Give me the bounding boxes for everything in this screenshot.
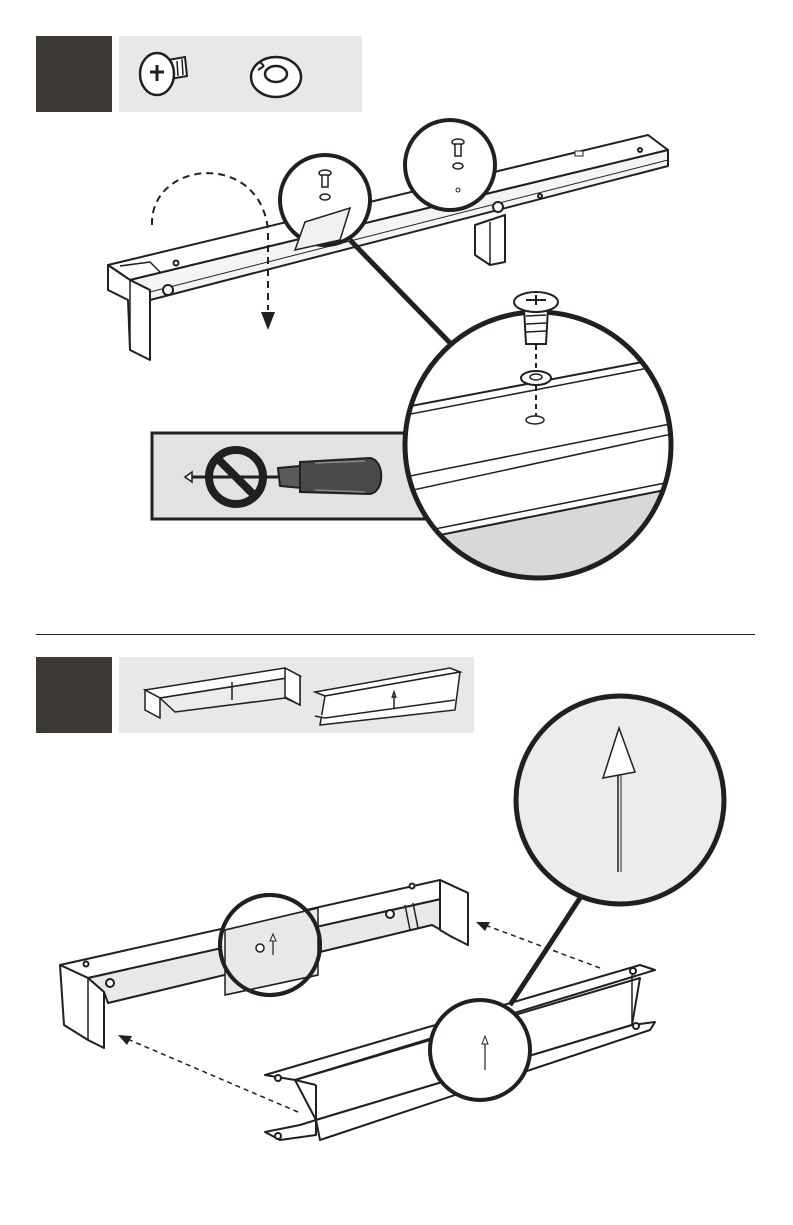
front-rail-arrow-callout bbox=[220, 895, 320, 995]
cross-rail-arrow-callout bbox=[430, 1000, 530, 1100]
front-rail-part bbox=[145, 668, 300, 718]
no-power-screwdriver-warning bbox=[152, 433, 432, 519]
screw-callout-right bbox=[405, 120, 495, 210]
lock-washer-icon bbox=[251, 57, 301, 97]
arrow-orientation-detail bbox=[516, 696, 724, 904]
screw-icon bbox=[140, 53, 187, 95]
detail-leader-line bbox=[350, 240, 455, 348]
cross-rail-part bbox=[315, 668, 460, 725]
screw-washer-detail bbox=[390, 292, 690, 600]
